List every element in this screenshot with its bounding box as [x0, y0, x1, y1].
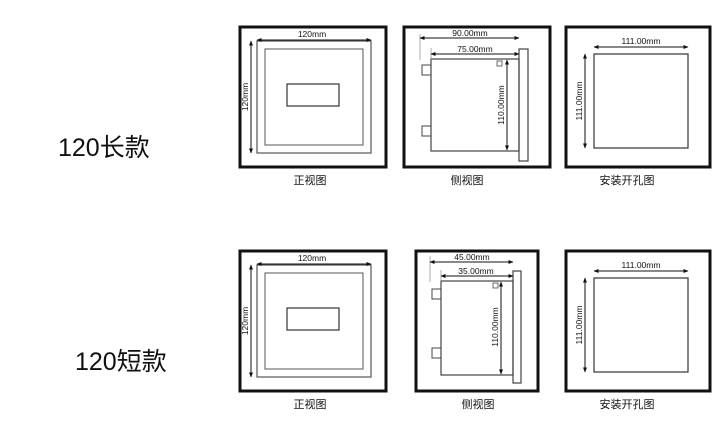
front-width-label-short: 120mm: [298, 253, 326, 263]
cutout-height-label-long: 111.00mm: [574, 82, 584, 121]
front-view-short: 120mm 120mm: [238, 249, 388, 393]
cutout-view-short: 111.00mm 111.00mm: [564, 249, 712, 393]
caption-cutout-long: 安装开孔图: [599, 175, 655, 187]
side-depth-label-long: 75.00mm: [457, 44, 492, 54]
side-depth-label-short: 35.00mm: [458, 266, 493, 276]
cutout-height-label-short: 111.00mm: [574, 306, 584, 345]
side-view-short: 45.00mm 35.00mm 110.00mm: [414, 249, 540, 393]
cutout-width-label-long: 111.00mm: [622, 36, 661, 46]
caption-cutout-short: 安装开孔图: [599, 399, 655, 411]
front-height-label-long: 120mm: [240, 83, 250, 111]
cutout-view-long: 111.00mm 111.00mm: [564, 25, 712, 169]
front-height-label-short: 120mm: [240, 307, 250, 335]
side-total-label-long: 90.00mm: [452, 28, 487, 38]
caption-front-long: 正视图: [293, 175, 327, 187]
side-height-label-short: 110.00mm: [490, 307, 500, 347]
caption-front-short: 正视图: [293, 399, 327, 411]
row-title-short: 120短款: [75, 348, 167, 376]
caption-side-short: 侧视图: [461, 399, 495, 411]
side-height-label-long: 110.00mm: [496, 85, 506, 125]
cutout-width-label-short: 111.00mm: [622, 260, 661, 270]
front-view-long: 120mm 120mm: [238, 25, 388, 169]
side-view-long: 90.00mm 75.00mm 110.00mm: [402, 25, 552, 169]
front-width-label-long: 120mm: [298, 29, 326, 39]
side-total-label-short: 45.00mm: [454, 252, 489, 262]
row-title-long: 120长款: [58, 134, 150, 162]
caption-side-long: 侧视图: [450, 175, 484, 187]
